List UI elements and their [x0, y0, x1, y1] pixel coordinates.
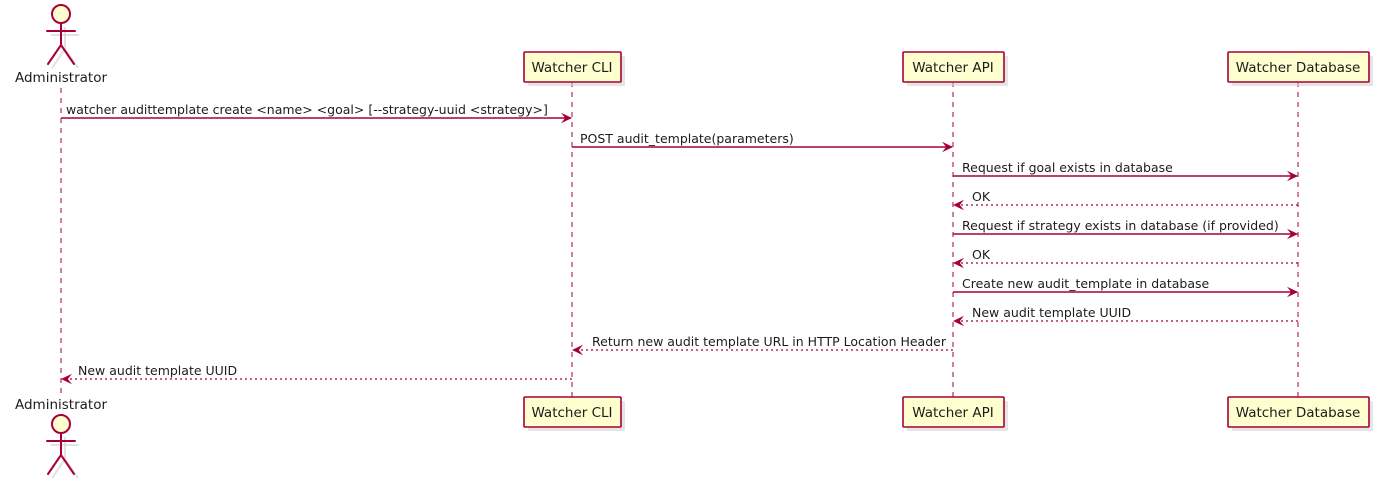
- participant-boxes-bottom: Watcher CLI Watcher API Watcher Database: [523, 396, 1373, 431]
- message-arrowhead-6: [953, 257, 964, 269]
- participant-label-api-bottom: Watcher API: [912, 405, 994, 421]
- message-arrowhead-10: [61, 373, 72, 385]
- actor-leg-left-bottom: [47, 454, 62, 475]
- message-label-3: Request if goal exists in database: [962, 160, 1173, 175]
- message-arrowhead-7: [1287, 286, 1298, 298]
- actor-shadow-part: [64, 48, 79, 69]
- actor-shadow-part: [51, 458, 66, 479]
- message-arrowhead-9: [572, 344, 583, 356]
- actor-leg-right-bottom: [60, 454, 75, 475]
- participant-boxes-top: Watcher CLI Watcher API Watcher Database: [523, 51, 1373, 86]
- message-arrowhead-3: [1287, 170, 1298, 182]
- message-arrowhead-8: [953, 315, 964, 327]
- actor-leg-left-top: [47, 44, 62, 65]
- message-label-5: Request if strategy exists in database (…: [962, 218, 1279, 233]
- actor-shadow-part: [64, 458, 79, 479]
- message-label-9: Return new audit template URL in HTTP Lo…: [592, 334, 947, 349]
- participant-box-cli-top[interactable]: [523, 51, 622, 83]
- message-arrowhead-5: [1287, 228, 1298, 240]
- participant-label-db-top: Watcher Database: [1236, 60, 1361, 76]
- lifelines-group: [60, 82, 1299, 397]
- actor-head-icon-top: [51, 4, 71, 24]
- participant-label-db-bottom: Watcher Database: [1236, 405, 1361, 421]
- message-label-10: New audit template UUID: [78, 363, 237, 378]
- message-label-1: watcher audittemplate create <name> <goa…: [66, 102, 548, 117]
- message-arrowhead-1: [561, 112, 572, 124]
- actor-label-top: Administrator: [15, 70, 107, 86]
- message-arrowhead-2: [942, 141, 953, 153]
- participant-label-cli-bottom: Watcher CLI: [531, 405, 612, 421]
- messages-group: watcher audittemplate create <name> <goa…: [61, 102, 1298, 385]
- participant-box-api-bottom[interactable]: [902, 396, 1005, 428]
- participant-label-cli-top: Watcher CLI: [531, 60, 612, 76]
- message-label-7: Create new audit_template in database: [962, 276, 1209, 291]
- message-label-8: New audit template UUID: [972, 305, 1131, 320]
- actor-head-icon-bottom: [51, 414, 71, 434]
- message-label-4: OK: [972, 189, 991, 204]
- message-arrowhead-4: [953, 199, 964, 211]
- actor-shadow-part: [51, 48, 66, 69]
- participant-box-db-top[interactable]: [1227, 51, 1370, 83]
- participant-box-api-top[interactable]: [902, 51, 1005, 83]
- participant-box-cli-bottom[interactable]: [523, 396, 622, 428]
- actor-label-bottom: Administrator: [15, 397, 107, 413]
- actor-administrator-top: Administrator: [15, 4, 107, 86]
- participant-label-api-top: Watcher API: [912, 60, 994, 76]
- message-label-6: OK: [972, 247, 991, 262]
- participant-box-db-bottom[interactable]: [1227, 396, 1370, 428]
- actor-administrator-bottom: Administrator: [15, 397, 107, 479]
- message-label-2: POST audit_template(parameters): [580, 131, 794, 146]
- actor-leg-right-top: [60, 44, 75, 65]
